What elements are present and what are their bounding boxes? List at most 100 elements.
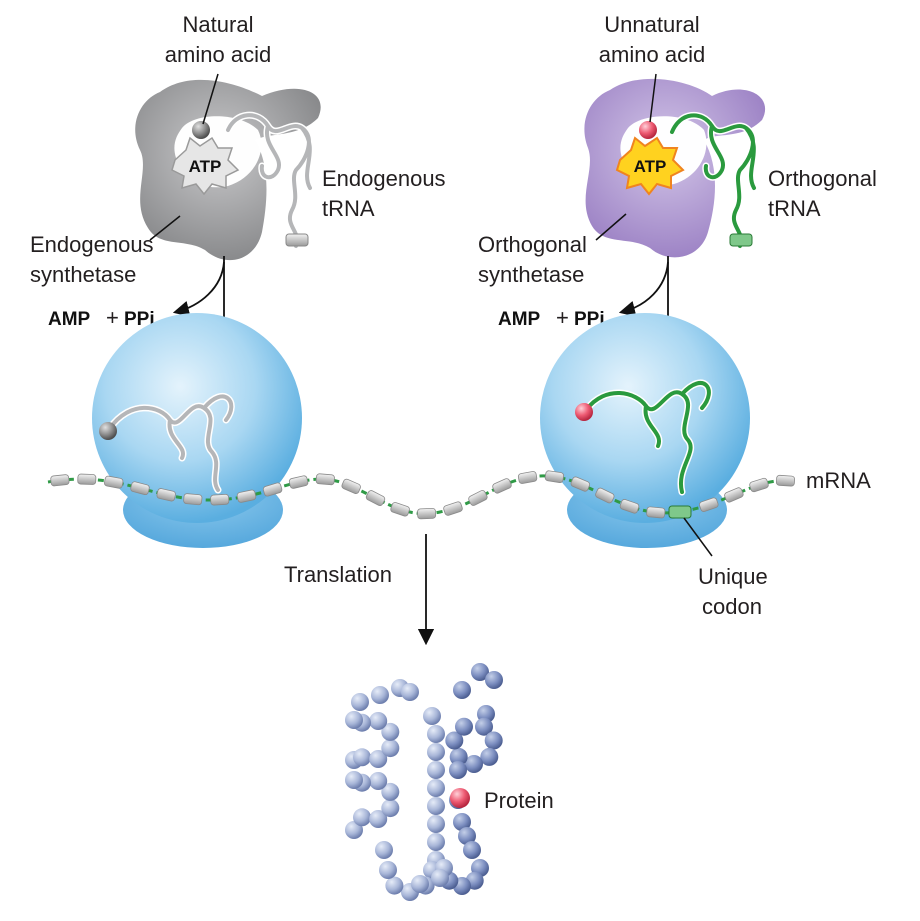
endogenous-trna-bound xyxy=(99,392,235,494)
amp-label-right: AMP xyxy=(498,309,541,330)
protein-bead xyxy=(351,693,369,711)
unique-codon-segment xyxy=(668,505,692,519)
natural-amino-acid-leader xyxy=(202,73,219,125)
unnatural-amino-acid-label-2: amino acid xyxy=(599,42,705,67)
unnatural-amino-acid-ball xyxy=(639,121,657,139)
mrna-segment xyxy=(699,497,719,512)
mrna-label: mRNA xyxy=(806,468,871,493)
orthogonal-trna-label-2: tRNA xyxy=(768,196,821,221)
mrna-segment xyxy=(749,477,769,493)
protein-bead xyxy=(427,743,445,761)
mrna-segment xyxy=(341,478,361,495)
mrna-segment xyxy=(517,471,538,484)
endogenous-synthetase-label-1: Endogenous xyxy=(30,232,154,257)
protein-bead xyxy=(411,875,429,893)
endogenous-synthetase-leader xyxy=(149,215,181,241)
mrna-segment xyxy=(210,493,230,506)
natural-amino-acid-ball xyxy=(192,121,210,139)
protein-bead xyxy=(381,782,400,801)
plus-label-left: + xyxy=(106,305,119,330)
atp-burst-orthogonal: ATP xyxy=(615,136,685,196)
unnatural-amino-acid-label-1: Unnatural xyxy=(604,12,699,37)
natural-amino-acid-label-1: Natural xyxy=(183,12,254,37)
protein-bead xyxy=(431,869,449,887)
mrna-segment xyxy=(156,488,176,502)
protein-bead xyxy=(401,683,419,701)
mrna-segment xyxy=(619,499,640,514)
protein-bead xyxy=(427,779,445,797)
endogenous-synthetase-label-2: synthetase xyxy=(30,262,136,287)
translation-label: Translation xyxy=(284,562,392,587)
ribosome-right xyxy=(540,313,750,548)
protein-bead xyxy=(471,663,489,681)
mrna-segment xyxy=(183,493,203,506)
mrna-segment xyxy=(130,481,150,496)
mrna-segment xyxy=(724,487,744,503)
protein-bead xyxy=(427,815,445,833)
endogenous-trna xyxy=(224,111,314,250)
protein-chain xyxy=(345,663,503,901)
protein-bead xyxy=(381,799,400,818)
protein-bead xyxy=(463,841,481,859)
protein-bead xyxy=(453,681,471,699)
atp-label-right: ATP xyxy=(634,157,667,176)
mrna-segment xyxy=(236,489,257,503)
endogenous-trna-label-2: tRNA xyxy=(322,196,375,221)
mrna-segment xyxy=(492,478,512,494)
mrna-segment xyxy=(365,490,386,507)
protein-bead xyxy=(385,876,404,895)
protein-bead xyxy=(345,771,363,789)
byproduct-right: AMP + PPi xyxy=(498,305,605,330)
mrna-segment xyxy=(544,470,565,483)
protein-bead xyxy=(480,747,499,766)
mrna-segment xyxy=(262,482,283,497)
orthogonal-synthetase-leader xyxy=(595,213,627,241)
mrna-strand xyxy=(47,470,796,520)
atp-label-left: ATP xyxy=(189,157,222,176)
mrna-segment xyxy=(315,473,335,486)
mrna-segment xyxy=(417,507,437,520)
protein-bead xyxy=(381,739,400,758)
mrna-segment xyxy=(390,502,410,517)
protein-bead xyxy=(375,841,393,859)
protein-bead xyxy=(423,707,441,725)
natural-amino-acid-label-2: amino acid xyxy=(165,42,271,67)
mrna-segment xyxy=(77,473,97,485)
protein-bead xyxy=(449,747,468,766)
mrna-segment xyxy=(775,474,796,487)
protein-bead xyxy=(379,861,397,879)
bound-natural-amino-acid xyxy=(99,422,117,440)
mrna-segment xyxy=(288,475,309,489)
mrna-segment xyxy=(570,476,591,492)
plus-label-right: + xyxy=(556,305,569,330)
protein-bead xyxy=(371,686,389,704)
protein-bead xyxy=(458,827,476,845)
protein-bead xyxy=(455,717,473,736)
protein-bead xyxy=(465,755,483,773)
protein-bead xyxy=(369,810,388,828)
mrna-segment xyxy=(104,475,124,489)
mrna-segment xyxy=(468,490,488,506)
amp-label-left: AMP xyxy=(48,309,91,330)
protein-bead xyxy=(453,813,471,831)
atp-burst-endogenous: ATP xyxy=(171,136,240,196)
mrna-segment xyxy=(50,474,70,487)
byproduct-left: AMP + PPi xyxy=(48,305,155,330)
protein-bead xyxy=(427,833,445,851)
orthogonal-trna-bound xyxy=(575,379,713,496)
ribosome-left xyxy=(92,313,302,548)
protein-bead xyxy=(353,808,371,827)
protein-bead xyxy=(485,671,503,689)
incorporated-unnatural-amino-acid xyxy=(450,788,470,808)
byproduct-arrow-right xyxy=(618,261,669,317)
protein-bead xyxy=(445,731,464,750)
protein-bead xyxy=(475,717,493,736)
endogenous-trna-label-1: Endogenous xyxy=(322,166,446,191)
protein-label: Protein xyxy=(484,788,554,813)
protein-bead xyxy=(427,725,445,743)
protein-bead xyxy=(484,731,503,750)
protein-bead xyxy=(381,722,400,741)
mrna-codon-segments xyxy=(50,470,796,520)
protein-bead xyxy=(369,712,388,730)
